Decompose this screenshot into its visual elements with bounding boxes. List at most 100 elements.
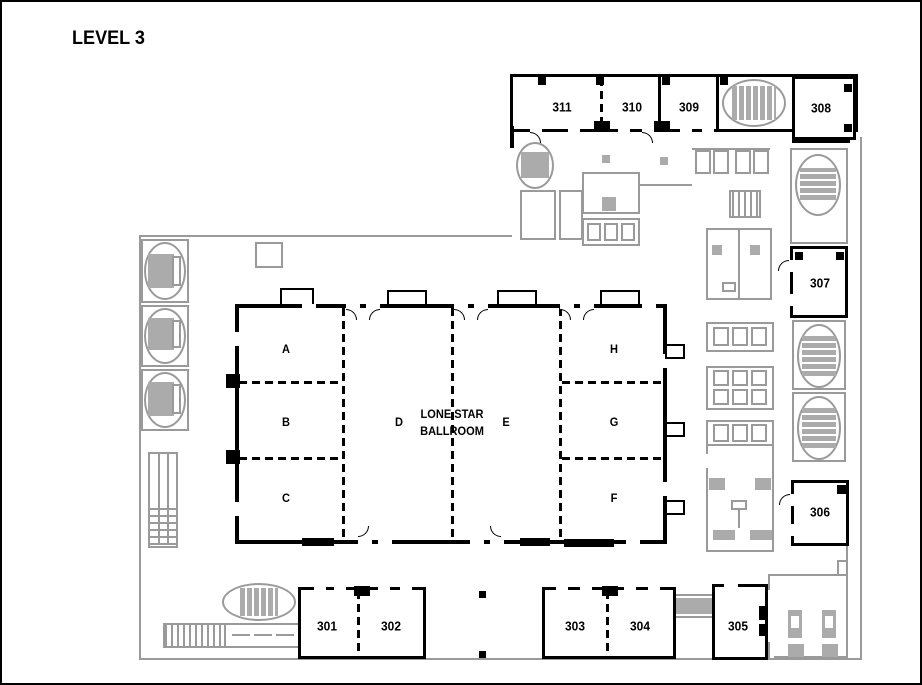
elevator-cab xyxy=(713,370,729,386)
restroom-fixture xyxy=(825,616,833,628)
airwall-divider xyxy=(600,78,603,128)
elevator-cab xyxy=(732,389,748,405)
door-gap xyxy=(662,354,668,368)
room-303-label: 303 xyxy=(565,618,585,634)
door-gap xyxy=(580,304,594,309)
elevator-cab xyxy=(587,223,601,241)
door-arc xyxy=(369,309,380,320)
door-gap xyxy=(530,128,542,133)
door-gap xyxy=(234,502,240,516)
door-gap xyxy=(789,260,794,272)
walkway-mark xyxy=(232,634,250,636)
restroom-fixture xyxy=(713,530,735,540)
stairs-treads xyxy=(732,192,758,216)
escalator-fill xyxy=(732,86,776,120)
stairs-treads xyxy=(165,625,224,646)
door-gap xyxy=(642,128,654,133)
service-fixture xyxy=(712,245,722,255)
service-room xyxy=(520,190,556,240)
wall-stub xyxy=(302,538,334,546)
door-gap xyxy=(642,304,656,309)
door-gap xyxy=(346,304,360,309)
door-gap xyxy=(400,586,412,591)
service-wall xyxy=(846,562,848,658)
door-gap xyxy=(580,586,592,591)
escalator-fill xyxy=(148,318,174,350)
room-301-302-block xyxy=(298,587,426,659)
room-wall xyxy=(792,140,850,143)
column-marker xyxy=(602,155,610,163)
column-marker xyxy=(538,77,546,85)
door-gap xyxy=(378,586,390,591)
restroom-fixture xyxy=(755,478,771,490)
door-gap xyxy=(454,304,468,309)
room-305 xyxy=(712,584,768,660)
airwall-divider xyxy=(342,308,345,540)
service-fixture xyxy=(602,197,616,211)
stairs-rail xyxy=(158,454,160,544)
escalator-fill xyxy=(802,408,836,448)
walkway-mark xyxy=(276,634,294,636)
ballroom-section-e-label: E xyxy=(502,415,510,429)
service-wall xyxy=(768,574,848,576)
escalator-fill xyxy=(521,152,549,178)
service-wall xyxy=(692,148,770,150)
door-gap xyxy=(366,304,380,309)
ballroom-name-line2: BALLROOM xyxy=(420,424,484,438)
door-gap xyxy=(378,538,392,544)
service-wall xyxy=(837,560,839,576)
escalator-rail xyxy=(172,384,181,414)
door-gap xyxy=(490,538,504,544)
door-gap xyxy=(705,454,709,468)
wall-stub xyxy=(836,252,844,260)
door-arc xyxy=(778,260,789,271)
door-gap xyxy=(556,586,568,591)
wall-stub xyxy=(837,485,846,494)
column-marker xyxy=(479,591,486,598)
airwall-divider xyxy=(562,381,663,384)
wall-stub xyxy=(654,121,670,131)
room-306-label: 306 xyxy=(810,504,830,520)
room-310-label: 310 xyxy=(622,99,642,115)
entry-vestibule xyxy=(665,422,685,437)
door-gap xyxy=(302,304,316,309)
restroom-fixture xyxy=(791,616,799,628)
room-309-label: 309 xyxy=(679,99,699,115)
service-wall xyxy=(676,616,714,618)
wall-stub xyxy=(594,121,610,131)
room-307-label: 307 xyxy=(810,275,830,291)
wall-stub xyxy=(844,124,852,132)
service-wall xyxy=(738,510,740,528)
room-wall xyxy=(658,77,661,129)
perimeter-wall xyxy=(139,658,862,660)
column-marker xyxy=(720,77,728,85)
door-arc xyxy=(477,309,488,320)
escalator-rail xyxy=(172,256,181,286)
service-wall xyxy=(738,228,740,300)
door-gap xyxy=(618,128,630,133)
wall-stub xyxy=(759,606,767,620)
elevator-cab xyxy=(695,150,711,174)
elevator-cab xyxy=(621,223,635,241)
elevator-cab xyxy=(604,223,618,241)
elevator-cab xyxy=(713,389,729,405)
door-arc xyxy=(779,494,790,505)
service-room xyxy=(559,190,583,240)
door-gap xyxy=(560,304,574,309)
service-fixture xyxy=(750,245,760,255)
walkway-mark xyxy=(254,634,272,636)
airwall-divider xyxy=(562,457,663,460)
stairs-treads xyxy=(150,507,176,545)
door-gap xyxy=(334,586,346,591)
ballroom-section-f-label: F xyxy=(610,491,618,505)
page-title: LEVEL 3 xyxy=(72,28,145,49)
door-arc xyxy=(583,309,594,320)
door-gap xyxy=(234,332,240,346)
service-wall xyxy=(706,444,774,446)
door-arc xyxy=(642,132,653,143)
wall-stub xyxy=(564,539,614,547)
ballroom-section-d-label: D xyxy=(395,415,403,429)
service-wall xyxy=(837,560,848,562)
service-wall xyxy=(639,184,692,186)
